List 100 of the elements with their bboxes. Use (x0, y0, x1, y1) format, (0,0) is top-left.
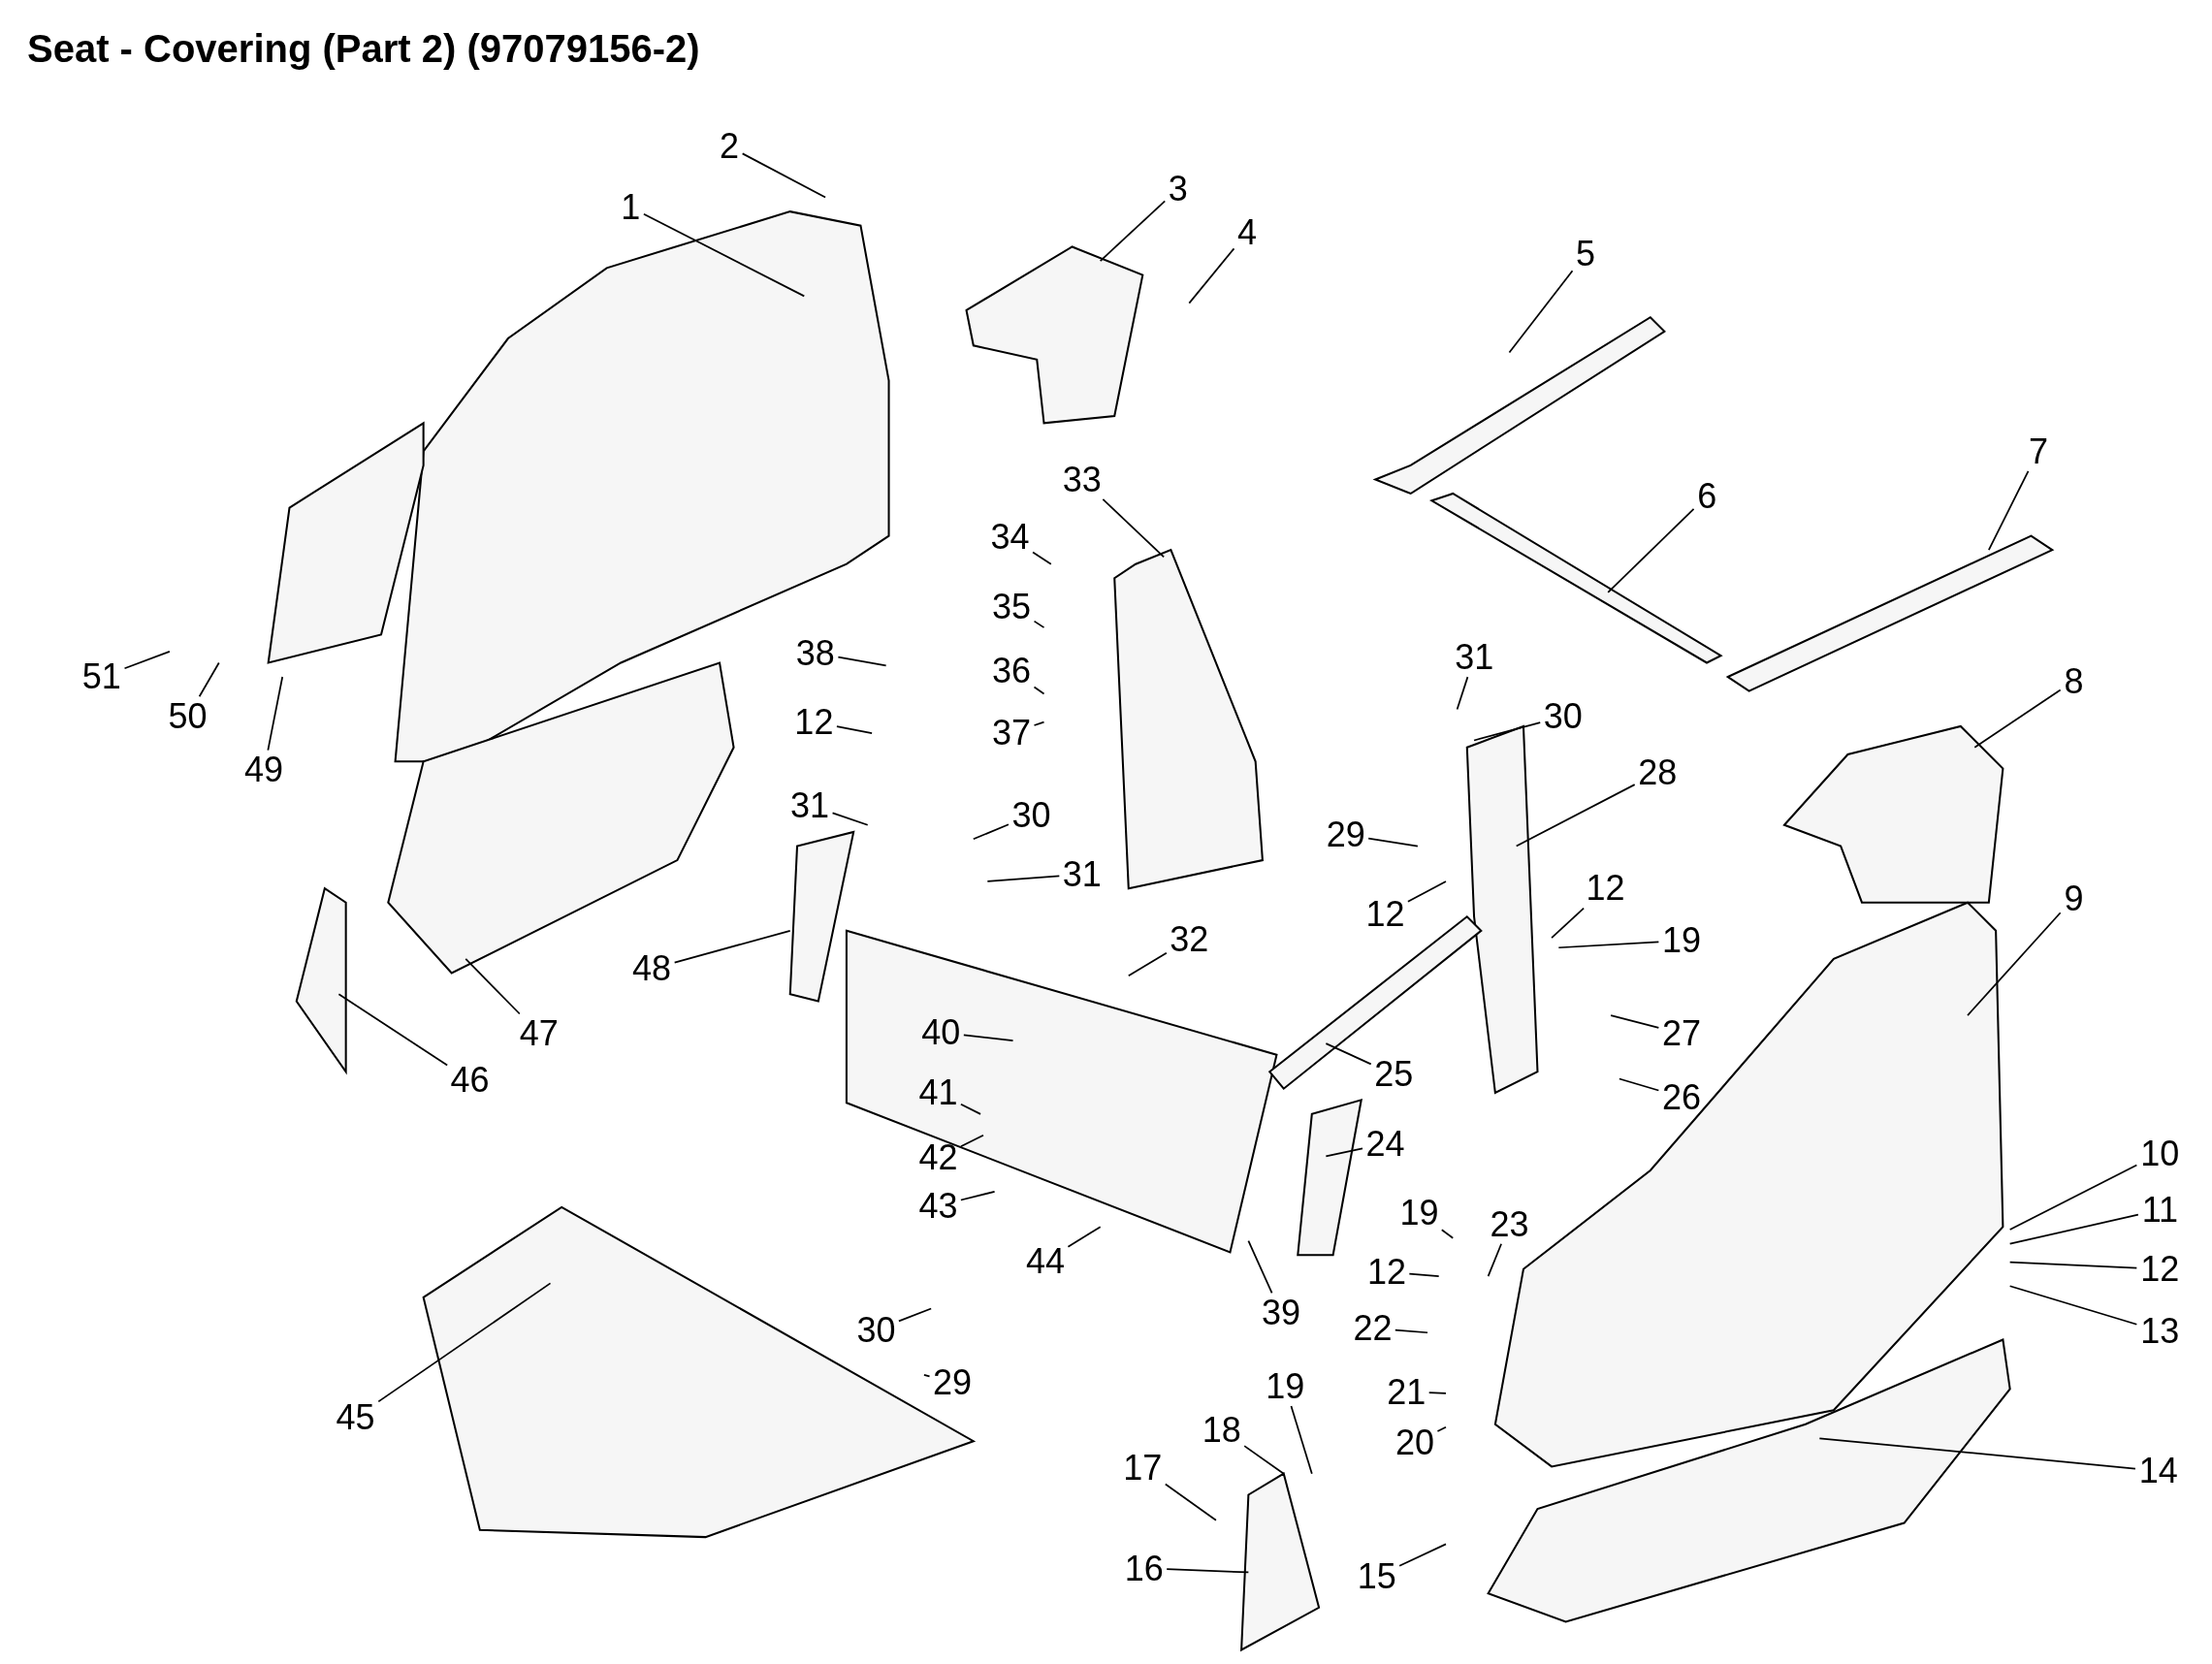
leader-line (337, 993, 449, 1067)
callout-number: 19 (1397, 1195, 1441, 1232)
leader-line (1325, 1042, 1372, 1066)
leader-line (837, 656, 887, 667)
leader-line (960, 1103, 981, 1115)
leader-line (1618, 1077, 1660, 1092)
leader-line (1033, 686, 1045, 695)
leader-line (1456, 676, 1469, 711)
leader-line (1398, 1543, 1447, 1567)
callout-number: 31 (788, 786, 832, 824)
leader-line (1394, 1328, 1428, 1334)
callout-number: 32 (1168, 920, 1211, 958)
diagram-title: Seat - Covering (Part 2) (97079156-2) (27, 27, 700, 71)
callout-number: 31 (1060, 855, 1104, 893)
callout-number: 33 (1060, 461, 1104, 498)
leader-line (1243, 1445, 1285, 1475)
leader-line (1508, 270, 1574, 354)
leader-line (1473, 721, 1542, 742)
callout-number: 47 (517, 1015, 561, 1053)
leader-line (198, 661, 220, 698)
leader-line (1067, 1226, 1102, 1248)
leader-line (1551, 907, 1585, 939)
leader-line (1973, 688, 2062, 749)
callout-number: 41 (916, 1074, 960, 1112)
leader-line (1607, 508, 1695, 593)
leader-line (1407, 880, 1447, 903)
leader-line (923, 1374, 931, 1378)
callout-number: 4 (1234, 214, 1259, 251)
leader-line (1032, 551, 1052, 565)
callout-number: 30 (854, 1311, 898, 1349)
callout-number: 30 (1541, 698, 1585, 735)
callout-number: 6 (1695, 478, 1719, 516)
leader-line (962, 1034, 1014, 1042)
callout-number: 19 (1264, 1368, 1307, 1405)
callout-number: 43 (916, 1187, 960, 1225)
leader-line (898, 1307, 933, 1323)
leader-line (267, 676, 284, 752)
leader-line (972, 823, 1010, 841)
callout-number: 19 (1660, 922, 1704, 960)
callout-number: 17 (1121, 1450, 1165, 1488)
leader-line (1818, 1437, 2136, 1470)
leader-line (1557, 941, 1660, 949)
callout-number: 37 (990, 715, 1034, 752)
callout-number: 12 (792, 703, 836, 741)
callout-number: 42 (916, 1139, 960, 1177)
leader-line (1427, 1392, 1447, 1394)
callout-number: 20 (1394, 1424, 1437, 1462)
callout-number: 11 (2139, 1192, 2181, 1230)
leader-line (1102, 498, 1165, 559)
callout-number: 29 (930, 1363, 974, 1401)
leader-line (960, 1190, 996, 1201)
leader-line (1033, 720, 1045, 726)
leader-line (1247, 1239, 1273, 1295)
leader-line (831, 812, 869, 826)
callout-number: 44 (1023, 1242, 1067, 1280)
callout-number: 7 (2027, 432, 2051, 470)
leader-line (986, 875, 1061, 882)
leader-line (643, 212, 806, 298)
callout-number: 5 (1574, 235, 1598, 272)
leader-line (1487, 1242, 1502, 1277)
callout-number: 24 (1363, 1125, 1407, 1163)
leader-line (1127, 951, 1168, 977)
leader-line (2008, 1213, 2139, 1245)
leader-line (1436, 1425, 1447, 1432)
leader-line (123, 651, 171, 670)
leader-line (741, 152, 826, 199)
callout-number: 36 (990, 653, 1034, 690)
leader-line (1440, 1229, 1455, 1239)
leader-line (673, 929, 791, 964)
callout-number: 2 (718, 128, 742, 166)
leader-line (465, 958, 521, 1015)
callout-number: 22 (1351, 1310, 1395, 1348)
callout-number: 21 (1385, 1373, 1428, 1411)
callout-number: 40 (919, 1013, 963, 1051)
callout-number: 38 (793, 634, 837, 672)
callout-number: 51 (80, 658, 123, 696)
callout-number: 3 (1166, 170, 1190, 208)
callout-number: 30 (1010, 796, 1053, 834)
callout-number: 16 (1122, 1550, 1166, 1587)
callout-number: 48 (630, 950, 674, 988)
callout-number: 9 (2062, 880, 2086, 917)
leader-line (836, 725, 873, 735)
callout-number: 26 (1660, 1078, 1704, 1116)
leader-line (960, 1134, 984, 1148)
callout-number: 12 (1365, 1254, 1409, 1292)
callout-number: 25 (1372, 1056, 1416, 1094)
callout-number: 14 (2136, 1453, 2180, 1490)
callout-number: 49 (242, 752, 286, 789)
callout-number: 8 (2062, 662, 2086, 700)
leader-line (1325, 1147, 1363, 1158)
callout-number: 13 (2138, 1313, 2182, 1351)
callout-number: 28 (1636, 754, 1680, 792)
callout-number: 50 (166, 698, 209, 735)
leader-line (2008, 1164, 2138, 1231)
leader-line (1967, 912, 2062, 1016)
leader-line (2008, 1261, 2138, 1269)
leader-line (1099, 200, 1167, 262)
callout-number: 29 (1324, 816, 1367, 854)
leader-line (1164, 1483, 1217, 1521)
leader-line (1367, 837, 1419, 848)
